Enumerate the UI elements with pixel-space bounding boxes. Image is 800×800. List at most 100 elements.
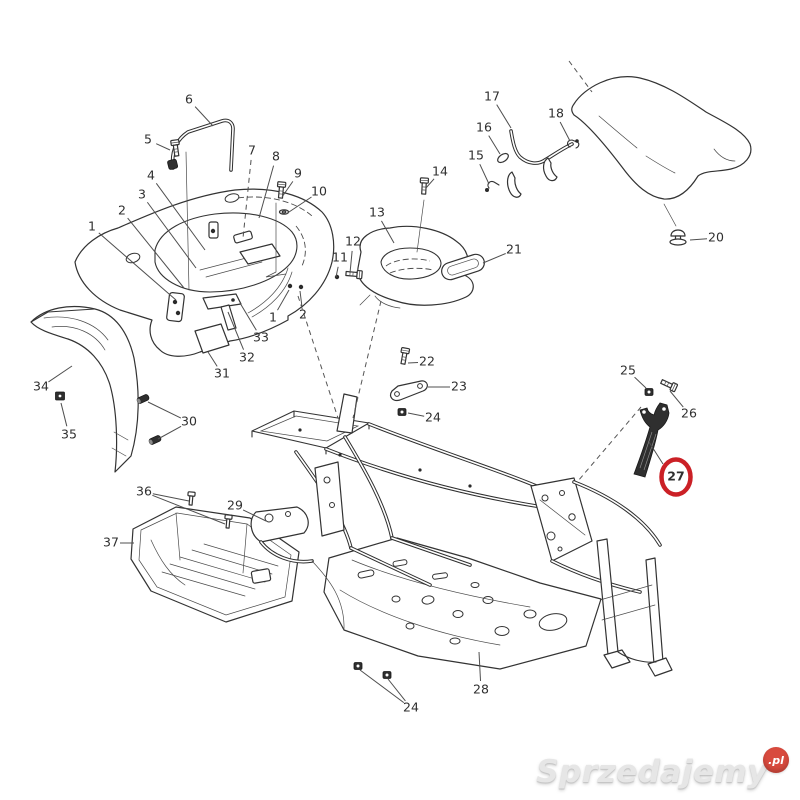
callout-number: 30 [181,414,197,429]
callout-number: 23 [451,379,467,394]
alignment-line [568,60,593,93]
bracket-23 [389,380,428,402]
callout-leader-line [146,201,197,269]
callout-leader-line [281,181,294,198]
callout-leader-line [496,104,512,129]
callout-leader-line [227,311,245,350]
callout-number: 24 [403,700,419,715]
callout-number: 2 [299,307,307,322]
callout-number: 33 [253,330,269,345]
callout-number: 12 [345,234,361,249]
screw-icon [187,491,196,506]
callout-number: 2 [118,203,126,218]
callout-leader-line [147,401,182,419]
callout-leader-line [387,678,406,702]
seat [571,76,752,227]
callout-leader-line [559,121,571,142]
callout-leader-line [335,266,339,278]
alignment-lines [297,60,642,482]
nut-icon [644,388,654,396]
callout-number: 36 [136,484,152,499]
callout-leader-line [48,365,73,383]
fastener-dot-icon [210,228,216,234]
clip-icon [148,435,162,445]
screw-icon [224,514,233,529]
callout-number: 7 [248,143,256,158]
callout-leader-line [155,182,206,251]
callout-number: 11 [332,250,348,265]
callout-leader-line [285,196,312,215]
callout-number: 28 [473,682,489,697]
callout-leader-line [277,289,290,311]
callout-number: 13 [369,205,385,220]
highlight-ellipse [659,457,693,497]
nut-icon [397,408,407,416]
callout-leader-line [425,178,435,189]
callout-number: 21 [506,242,522,257]
bolt-icon [400,347,411,365]
callout-leader-line [349,250,353,274]
callout-leader-line [127,217,185,289]
callout-leader-line [152,493,190,502]
callout-number: 6 [185,92,193,107]
alignment-line [352,300,382,419]
grommet-icon [55,391,65,401]
callout-leader-line [98,232,177,301]
callout-number: 34 [33,379,49,394]
callout-leader-line [482,253,506,264]
callout-number: 3 [138,187,146,202]
callout-leader-line [669,390,684,408]
highlight-leader-line [648,441,664,465]
fastener-dot-icon [334,274,340,280]
callout-number: 29 [227,498,243,513]
callout-number: 37 [103,535,119,550]
seat-latch-hardware [485,129,580,198]
nut-icon [382,671,392,679]
callout-leader-line [479,163,490,185]
callout-leader-line [60,402,68,427]
callout-number: 20 [708,230,724,245]
callout-leader-line [258,165,275,219]
mud-flap [30,305,139,473]
bolt-icon [170,139,180,157]
callout-leader-line [242,159,252,239]
callout-number: 16 [476,120,492,135]
callout-leader-line [242,509,267,522]
bolt-icon [419,177,430,195]
callout-leader-line [299,290,303,307]
callout-number: 32 [239,350,255,365]
callout-leader-line [407,412,425,417]
callout-leader-line [239,302,257,331]
callout-number: 1 [88,219,96,234]
callout-number: 14 [432,164,448,179]
grab-bar [167,118,235,291]
callout-leader-line [155,143,171,151]
callout-leader-line [478,651,482,682]
highlight-number: 27 [667,469,684,484]
alignment-line [297,295,339,419]
callout-number: 35 [61,427,77,442]
callout-number: 10 [311,184,327,199]
callout-number: 25 [620,363,636,378]
callout-number: 26 [681,406,697,421]
callout-leader-line [407,361,419,364]
callout-leader-line [207,351,218,367]
callout-leader-line [381,220,395,244]
fasteners [55,139,687,679]
rear-fender-assembly [74,188,335,357]
callout-number: 22 [419,354,435,369]
alignment-line [577,406,642,482]
callout-number: 24 [425,410,441,425]
callout-number: 4 [147,168,155,183]
callout-leader-line [152,494,226,525]
fastener-dot-icon [287,283,293,289]
bolt-icon [660,379,679,393]
callout-number: 17 [484,89,500,104]
bolt-icon [345,269,363,280]
highlight-ring: 27 [648,441,693,497]
callout-number: 9 [294,166,302,181]
nut-icon [353,662,363,670]
